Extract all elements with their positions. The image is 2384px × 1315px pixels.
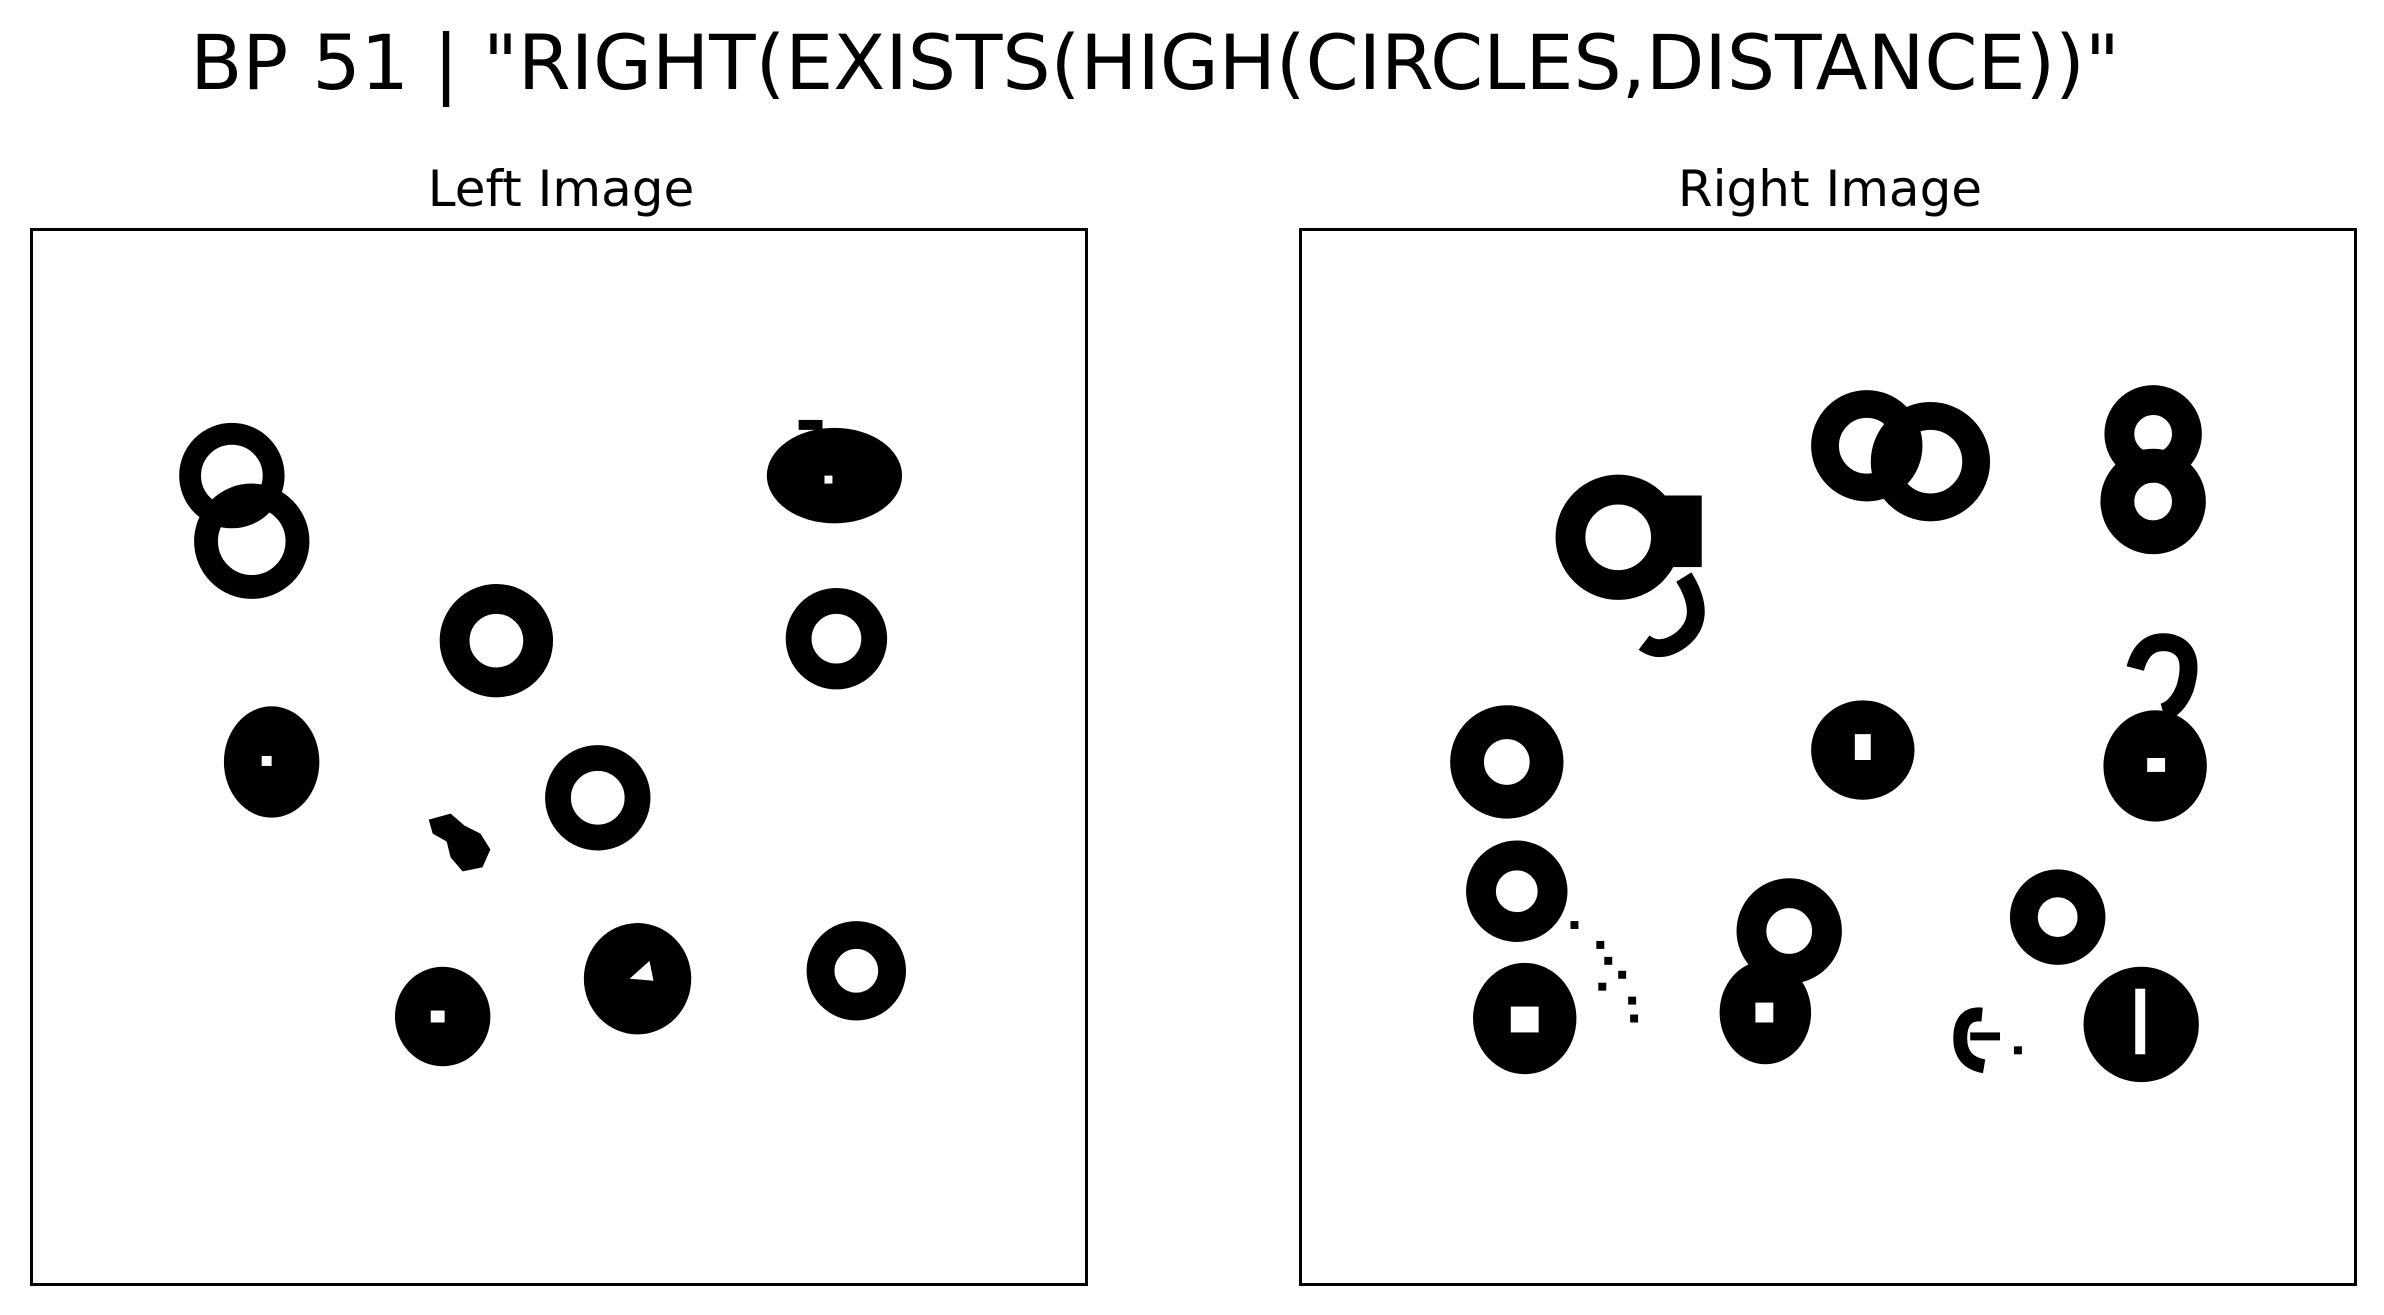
blob-hole xyxy=(1755,1002,1774,1023)
right-image-panel xyxy=(1299,228,2357,1286)
speckle-shape xyxy=(1570,921,1579,930)
blob-hole xyxy=(1510,1006,1539,1033)
blob-hole xyxy=(1854,734,1871,760)
blob-shape xyxy=(766,427,903,524)
ring-shape xyxy=(179,422,285,529)
blob-hole xyxy=(824,475,833,484)
speckle-shape xyxy=(1604,956,1613,965)
ring-shape xyxy=(806,921,907,1021)
ring-shape xyxy=(2100,448,2206,555)
ring-shape xyxy=(439,583,554,698)
blob-hole xyxy=(430,1010,445,1023)
ring-shape xyxy=(1736,878,1842,984)
speckle-shape xyxy=(1630,1014,1639,1023)
hook-shape xyxy=(2126,633,2198,721)
right-panel-title: Right Image xyxy=(1677,160,1983,218)
blob-shape xyxy=(428,813,491,872)
speckle-shape xyxy=(1596,940,1605,949)
speckle-shape xyxy=(1970,1032,2001,1041)
left-image-panel xyxy=(30,228,1088,1286)
blob-hole xyxy=(261,756,272,766)
right-image-canvas xyxy=(1450,385,2207,1083)
ring-shape xyxy=(194,483,310,599)
left-panel-title: Left Image xyxy=(427,160,695,218)
ring-shape xyxy=(1450,705,1564,819)
speckle-shape xyxy=(1628,996,1637,1005)
ring-shape xyxy=(1870,402,1991,522)
speckle-shape xyxy=(2013,1046,2022,1055)
left-image-canvas xyxy=(179,419,907,1067)
speckle-shape xyxy=(1598,982,1607,991)
hook-shape xyxy=(1953,1007,1986,1074)
blob-shape xyxy=(1652,495,1702,568)
blob-hole xyxy=(629,960,654,981)
blob-notch xyxy=(798,419,823,430)
ring-shape xyxy=(1466,840,1568,942)
blob-hole xyxy=(2147,757,2166,772)
blob-hole xyxy=(2135,988,2146,1055)
ring-shape xyxy=(1811,390,1923,502)
page-title: BP 51 | "RIGHT(EXISTS(HIGH(CIRCLES,DISTA… xyxy=(190,18,2120,107)
ring-shape xyxy=(2009,869,2106,965)
ring-shape xyxy=(545,745,651,851)
ring-shape xyxy=(1555,474,1681,600)
speckle-shape xyxy=(1618,970,1627,979)
hook-shape xyxy=(1638,572,1705,658)
ring-shape xyxy=(785,587,888,690)
